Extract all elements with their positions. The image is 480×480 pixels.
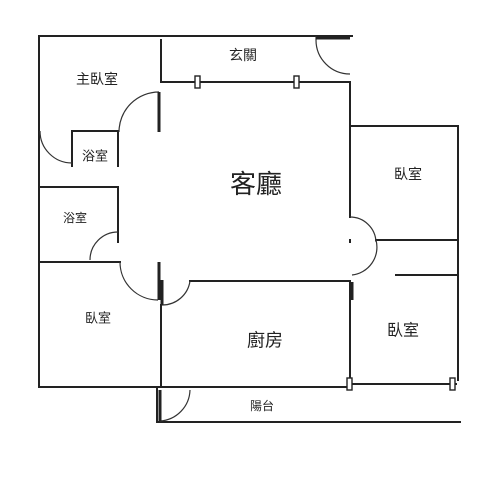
- window-entrance-left: [194, 75, 201, 89]
- door-bedroom-east: [349, 216, 377, 243]
- door-kitchen: [161, 280, 191, 306]
- window-balcony-left: [346, 377, 353, 391]
- room-labels: 主臥室 玄關 浴室 浴室 客廳 臥室 臥室 廚房 臥室 陽台: [63, 47, 422, 413]
- label-bedroom-east: 臥室: [394, 166, 422, 183]
- walls: [38, 35, 461, 423]
- window-balcony-right: [449, 377, 456, 391]
- door-bath-1: [39, 130, 73, 164]
- label-bedroom-west: 臥室: [85, 311, 111, 327]
- door-balcony: [159, 389, 191, 422]
- label-kitchen: 廚房: [247, 330, 283, 352]
- label-entrance: 玄關: [229, 47, 257, 64]
- label-balcony: 陽台: [250, 398, 274, 413]
- door-bath-2: [89, 231, 119, 261]
- door-master-bedroom: [118, 91, 160, 133]
- window-entrance-right: [293, 75, 300, 89]
- door-entrance: [315, 36, 351, 75]
- door-bedroom-southeast: [351, 239, 378, 276]
- label-master-bedroom: 主臥室: [76, 71, 118, 88]
- windows: [160, 75, 457, 391]
- doors: [39, 36, 378, 422]
- label-living-room: 客廳: [230, 170, 282, 200]
- door-bedroom-west: [119, 261, 159, 301]
- label-bedroom-southeast: 臥室: [387, 321, 419, 340]
- label-bath-2: 浴室: [63, 210, 87, 225]
- label-bath-1: 浴室: [82, 149, 108, 165]
